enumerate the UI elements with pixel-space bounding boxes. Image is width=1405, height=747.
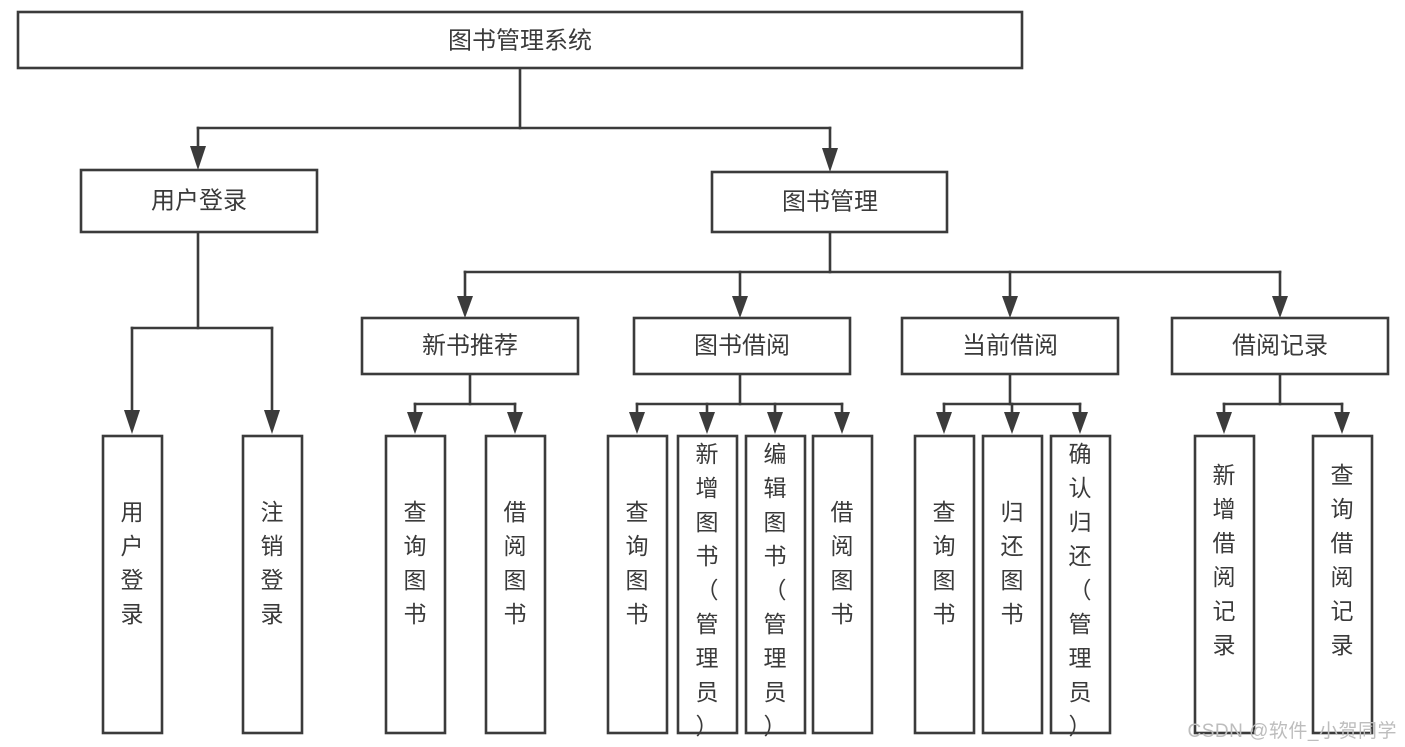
connector-layer bbox=[124, 66, 1350, 434]
node-leaf-borrow-book-1[interactable]: 借阅图书 bbox=[484, 434, 547, 735]
node-root[interactable]: 图书管理系统 bbox=[16, 10, 1024, 70]
node-leaf-query-book-2-label: 查询图书 bbox=[626, 499, 649, 627]
node-leaf-logout[interactable]: 注销登录 bbox=[241, 434, 304, 735]
node-records-box[interactable] bbox=[1170, 316, 1390, 376]
node-borrow-box[interactable] bbox=[632, 316, 852, 376]
node-bookmgmt-label: 图书管理 bbox=[782, 188, 878, 215]
node-leaf-add-book-label: 新增图书（管理员） bbox=[696, 441, 719, 739]
node-leaf-query-record-label: 查询借阅记录 bbox=[1331, 462, 1354, 658]
csdn-watermark: CSDN @软件_小贺同学 bbox=[1187, 721, 1397, 742]
node-newbook[interactable]: 新书推荐 bbox=[360, 316, 580, 376]
node-leaf-query-book-3-label: 查询图书 bbox=[933, 499, 956, 627]
arrowhead-leaf-confirm-return bbox=[1072, 412, 1088, 434]
node-leaf-add-record-label: 新增借阅记录 bbox=[1213, 462, 1236, 658]
node-leaf-borrow-book-2-label: 借阅图书 bbox=[831, 499, 854, 627]
arrowhead-bookmgmt bbox=[822, 148, 838, 172]
node-current-box[interactable] bbox=[900, 316, 1120, 376]
node-leaf-user-login-label: 用户登录 bbox=[121, 499, 144, 627]
node-leaf-return-book-label: 归还图书 bbox=[1001, 499, 1024, 627]
node-root-box[interactable] bbox=[16, 10, 1024, 70]
node-leaf-logout-box[interactable] bbox=[241, 434, 304, 735]
node-leaf-borrow-book-2[interactable]: 借阅图书 bbox=[811, 434, 874, 735]
node-leaf-query-book-1[interactable]: 查询图书 bbox=[384, 434, 447, 735]
node-leaf-confirm-return-label: 确认归还（管理员） bbox=[1069, 441, 1092, 739]
arrowhead-leaf-add-book bbox=[699, 412, 715, 434]
node-leaf-confirm-return-box[interactable] bbox=[1049, 434, 1112, 735]
node-leaf-add-record[interactable]: 新增借阅记录 bbox=[1193, 434, 1256, 735]
node-leaf-confirm-return[interactable]: 确认归还（管理员） bbox=[1049, 434, 1112, 739]
node-leaf-query-book-1-box[interactable] bbox=[384, 434, 447, 735]
node-leaf-query-book-3-box[interactable] bbox=[913, 434, 976, 735]
node-newbook-box[interactable] bbox=[360, 316, 580, 376]
arrowhead-leaf-user-login bbox=[124, 410, 140, 434]
arrowhead-login bbox=[190, 146, 206, 170]
node-leaf-borrow-book-1-label: 借阅图书 bbox=[504, 499, 527, 627]
node-records[interactable]: 借阅记录 bbox=[1170, 316, 1390, 376]
node-leaf-logout-label: 注销登录 bbox=[261, 499, 284, 627]
node-records-label: 借阅记录 bbox=[1232, 332, 1328, 359]
node-bookmgmt[interactable]: 图书管理 bbox=[710, 170, 949, 234]
node-current[interactable]: 当前借阅 bbox=[900, 316, 1120, 376]
arrowhead-leaf-borrow-book-1 bbox=[507, 412, 523, 434]
arrowhead-leaf-query-book-3 bbox=[936, 412, 952, 434]
arrowhead-leaf-query-book-1 bbox=[407, 412, 423, 434]
node-bookmgmt-box[interactable] bbox=[710, 170, 949, 234]
node-leaf-query-book-2[interactable]: 查询图书 bbox=[606, 434, 669, 735]
node-leaf-add-book-box[interactable] bbox=[676, 434, 739, 735]
node-leaf-query-book-3[interactable]: 查询图书 bbox=[913, 434, 976, 735]
arrowhead-current bbox=[1002, 296, 1018, 318]
node-leaf-borrow-book-1-box[interactable] bbox=[484, 434, 547, 735]
node-leaf-add-book[interactable]: 新增图书（管理员） bbox=[676, 434, 739, 739]
arrowhead-leaf-query-book-2 bbox=[629, 412, 645, 434]
arrowhead-leaf-add-record bbox=[1216, 412, 1232, 434]
node-borrow-label: 图书借阅 bbox=[694, 332, 790, 359]
arrowhead-leaf-return-book bbox=[1004, 412, 1020, 434]
node-borrow[interactable]: 图书借阅 bbox=[632, 316, 852, 376]
node-login-box[interactable] bbox=[79, 168, 319, 234]
arrowhead-leaf-borrow-book-2 bbox=[834, 412, 850, 434]
node-leaf-query-record-box[interactable] bbox=[1311, 434, 1374, 735]
node-leaf-return-book[interactable]: 归还图书 bbox=[981, 434, 1044, 735]
arrowhead-leaf-logout bbox=[264, 410, 280, 434]
node-leaf-edit-book-box[interactable] bbox=[744, 434, 807, 735]
node-leaf-add-record-box[interactable] bbox=[1193, 434, 1256, 735]
arrowhead-records bbox=[1272, 296, 1288, 318]
node-current-label: 当前借阅 bbox=[962, 332, 1058, 359]
node-leaf-edit-book-label: 编辑图书（管理员） bbox=[764, 441, 787, 739]
arrowhead-leaf-edit-book bbox=[767, 412, 783, 434]
node-login-label: 用户登录 bbox=[151, 187, 247, 214]
node-leaf-return-book-box[interactable] bbox=[981, 434, 1044, 735]
arrowhead-borrow bbox=[732, 296, 748, 318]
node-leaf-user-login-box[interactable] bbox=[101, 434, 164, 735]
node-root-label: 图书管理系统 bbox=[448, 27, 592, 54]
node-leaf-query-book-1-label: 查询图书 bbox=[404, 499, 427, 627]
arrowhead-newbook bbox=[457, 296, 473, 318]
node-leaf-edit-book[interactable]: 编辑图书（管理员） bbox=[744, 434, 807, 739]
arrowhead-leaf-query-record bbox=[1334, 412, 1350, 434]
node-leaf-query-book-2-box[interactable] bbox=[606, 434, 669, 735]
node-leaf-borrow-book-2-box[interactable] bbox=[811, 434, 874, 735]
node-login[interactable]: 用户登录 bbox=[79, 168, 319, 234]
node-newbook-label: 新书推荐 bbox=[422, 332, 518, 359]
node-leaf-user-login[interactable]: 用户登录 bbox=[101, 434, 164, 735]
node-leaf-query-record[interactable]: 查询借阅记录 bbox=[1311, 434, 1374, 735]
